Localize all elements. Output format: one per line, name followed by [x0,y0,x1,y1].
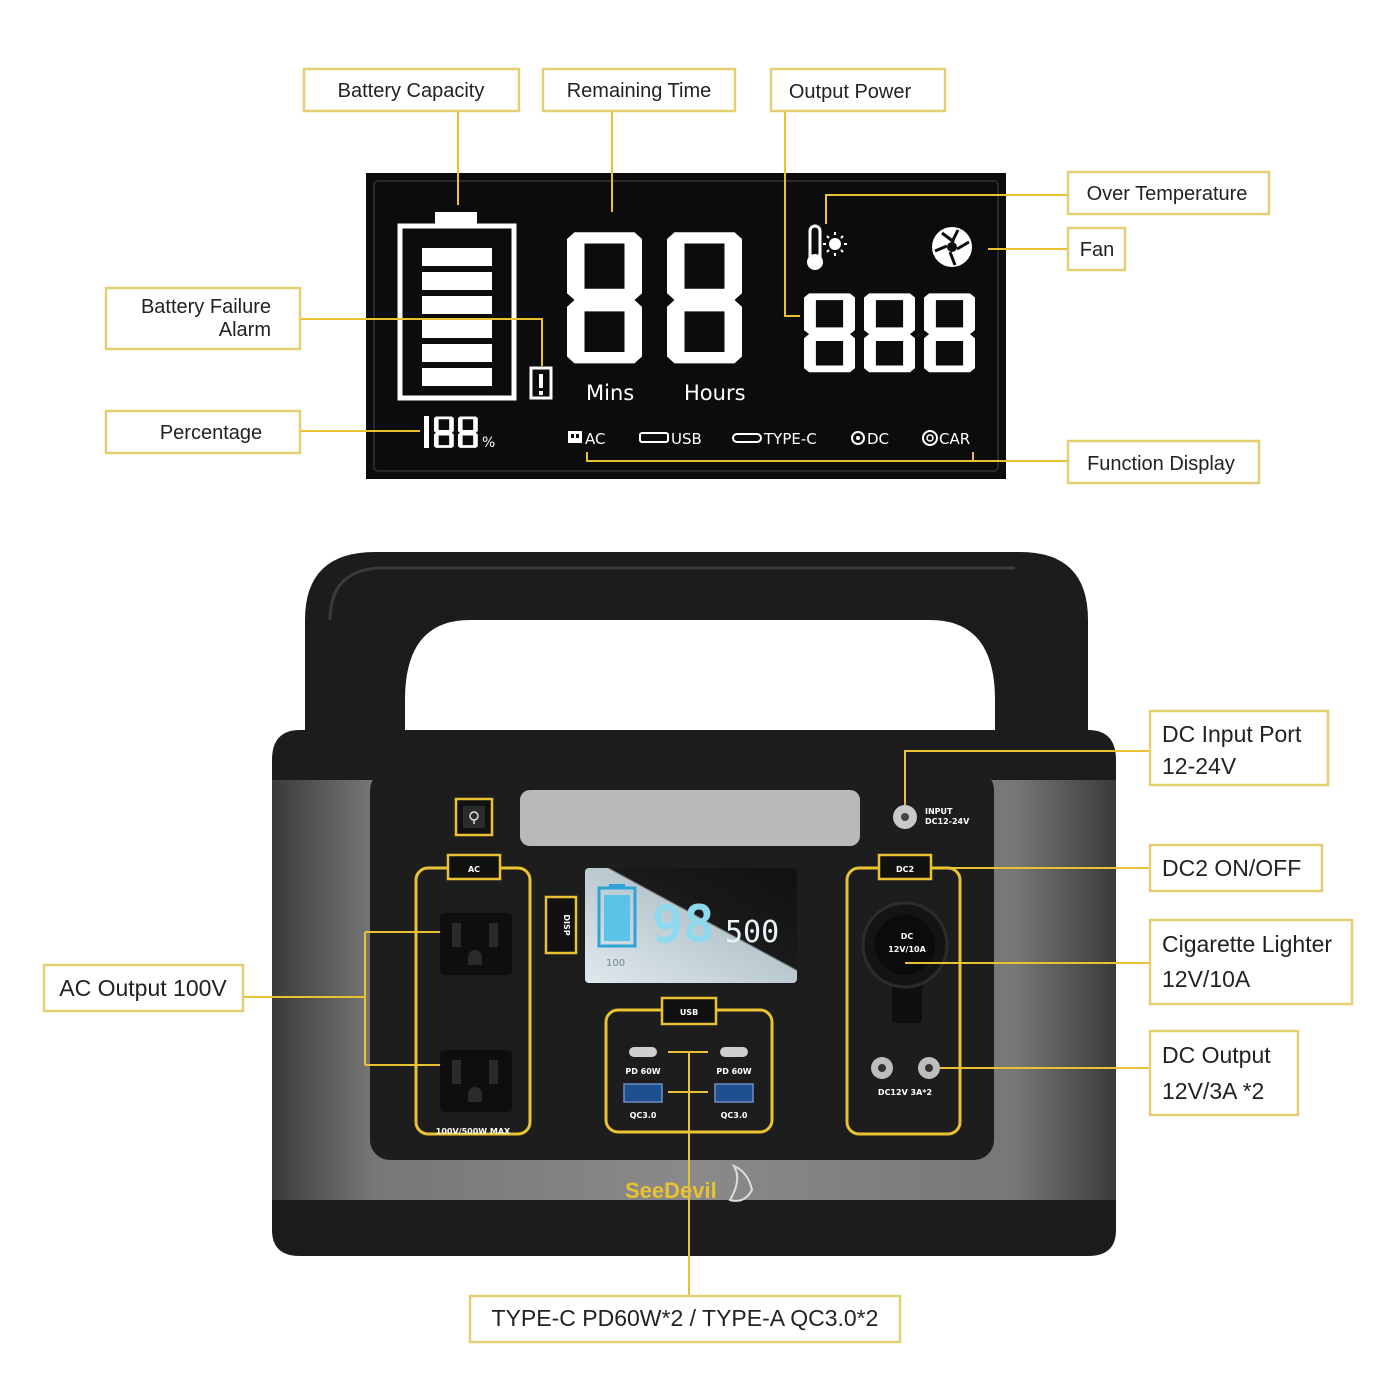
func-typec: TYPE-C [763,430,817,448]
svg-text:DC: DC [901,932,914,941]
svg-text:Cigarette Lighter: Cigarette Lighter [1162,931,1332,957]
dc-input-port[interactable]: INPUT DC12-24V [893,805,970,829]
svg-text:QC3.0: QC3.0 [630,1111,657,1120]
label-output-power: Output Power [769,67,947,113]
svg-text:Battery Capacity: Battery Capacity [338,80,485,102]
brand-logo: SeeDevil [625,1178,717,1203]
label-battery-failure-alarm: Battery Failure Alarm [104,286,302,351]
mins-label: Mins [586,381,634,405]
func-usb: USB [671,430,702,448]
screen-small: 100 [606,958,625,969]
svg-text:Alarm: Alarm [219,319,271,341]
lcd-diagram: 88 Mins Hours [0,0,1271,485]
typec-port-left[interactable] [629,1047,657,1057]
label-dc2-onoff: DC2 ON/OFF [1148,843,1324,893]
typec-port-right[interactable] [720,1047,748,1057]
svg-text:Function Display: Function Display [1087,453,1235,475]
dc-section: DC2 DC 12V/10A DC12V 3A*2 [845,853,962,1136]
svg-text:12-24V: 12-24V [1162,753,1237,779]
svg-text:DC2: DC2 [896,865,914,874]
dc2-button[interactable]: DC2 [877,853,933,881]
svg-text:AC: AC [468,865,480,874]
usb-section: USB PD 60W PD 60W QC3.0 QC3.0 [604,996,774,1134]
func-car: CAR [939,430,970,448]
svg-text:12V/3A *2: 12V/3A *2 [1162,1078,1264,1104]
usb-button[interactable]: USB [660,996,718,1026]
svg-text:Output Power: Output Power [789,81,912,103]
light-button[interactable] [454,797,494,837]
svg-text:INPUT: INPUT [925,807,953,816]
device-display: 98 500 100 [585,868,797,983]
lcd-callout-lines [300,112,1068,462]
ac-button[interactable]: AC [446,853,502,881]
svg-text:DISP: DISP [562,914,571,935]
cigarette-lighter-socket[interactable]: DC 12V/10A [861,901,949,1023]
power-station: AC 100V/500W MAX DISP [272,552,1116,1256]
svg-text:Over Temperature: Over Temperature [1087,183,1248,205]
svg-text:Fan: Fan [1080,239,1114,261]
disp-button[interactable]: DISP [544,895,578,955]
ac-section: AC 100V/500W MAX [414,853,532,1136]
light-bar [520,790,860,846]
usb-a-port-left[interactable] [623,1083,663,1103]
fan-icon [932,227,972,267]
dc-output-ports[interactable] [871,1057,940,1079]
brand-seahorse-icon [728,1163,754,1202]
bottom-cap [272,1200,1116,1256]
svg-text:DC12-24V: DC12-24V [925,817,970,826]
screen-power: 500 [725,915,779,950]
svg-text:AC Output 100V: AC Output 100V [59,975,227,1001]
svg-text:Remaining Time: Remaining Time [567,80,712,102]
hours-label: Hours [684,381,746,405]
label-fan: Fan [1066,226,1127,272]
label-remaining-time: Remaining Time [541,67,737,113]
label-dc-input-port: DC Input Port 12-24V [1148,709,1330,787]
svg-text:Battery Failure: Battery Failure [141,296,271,318]
svg-text:88: 88 [0,0,2,1]
percentage-digits: % [424,416,495,451]
svg-text:PD 60W: PD 60W [716,1067,751,1076]
label-cigarette-lighter: Cigarette Lighter 12V/10A [1148,918,1354,1006]
svg-text:DC2 ON/OFF: DC2 ON/OFF [1162,855,1301,881]
label-over-temperature: Over Temperature [1066,170,1271,216]
svg-text:QC3.0: QC3.0 [721,1111,748,1120]
func-ac: AC [585,430,605,448]
label-percentage: Percentage [104,409,302,455]
ac-outlet-top[interactable] [440,913,512,975]
dc-ports-label: DC12V 3A*2 [878,1088,932,1097]
label-ac-output: AC Output 100V [42,963,245,1013]
screen-percent: 98 [652,895,715,955]
battery-capacity-icon [397,212,517,401]
svg-text:USB: USB [680,1008,698,1017]
svg-text:12V/10A: 12V/10A [888,945,926,954]
svg-text:TYPE-C PD60W*2 / TYPE-A QC3.0: TYPE-C PD60W*2 / TYPE-A QC3.0*2 [492,1305,879,1331]
func-dc: DC [867,430,889,448]
device-callout-lines [244,750,1150,1297]
label-battery-capacity: Battery Capacity [302,67,521,113]
svg-text:DC Input Port: DC Input Port [1162,721,1302,747]
percent-sign: % [482,435,495,451]
svg-text:12V/10A: 12V/10A [1162,966,1251,992]
svg-text:DC Output: DC Output [1162,1042,1271,1068]
usb-a-port-right[interactable] [714,1083,754,1103]
svg-text:PD 60W: PD 60W [625,1067,660,1076]
ac-outlet-bottom[interactable] [440,1050,512,1112]
svg-text:Percentage: Percentage [160,422,262,444]
function-display-row: AC USB TYPE-C DC CAR [568,430,970,448]
ac-rating: 100V/500W MAX [436,1127,511,1136]
label-usb-ports: TYPE-C PD60W*2 / TYPE-A QC3.0*2 [468,1294,902,1344]
handle [305,552,1088,730]
over-temperature-icon [807,224,847,270]
label-dc-output: DC Output 12V/3A *2 [1148,1029,1300,1117]
battery-alarm-icon [529,366,553,400]
label-function-display: Function Display [1066,439,1261,485]
